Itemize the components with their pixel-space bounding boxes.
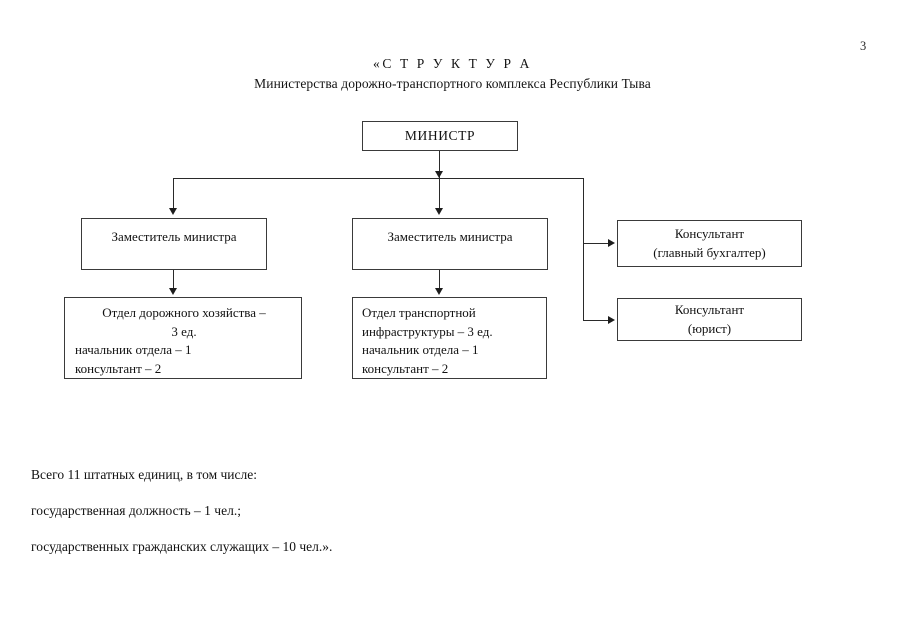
connector-horizontal-bus (173, 178, 584, 179)
arrowhead-minister-to-bus (435, 171, 443, 178)
org-node-minister: МИНИСТР (362, 121, 518, 151)
connector-to-consultant-lawyer (583, 320, 609, 321)
org-node-department-transport-line-1: Отдел транспортной (362, 305, 476, 320)
org-node-department-transport-line-4: консультант – 2 (362, 360, 449, 376)
arrowhead-to-department-transport (435, 288, 443, 295)
connector-bus-to-deputy-left (173, 178, 174, 211)
org-node-consultant-lawyer-line-1: Консультант (674, 302, 745, 317)
org-node-department-transport-line-3: начальник отдела – 1 (362, 342, 479, 357)
org-node-department-roads: Отдел дорожного хозяйства – 3 ед. началь… (64, 297, 302, 379)
arrowhead-to-deputy-left (169, 208, 177, 215)
org-node-department-roads-line-3: начальник отдела – 1 (75, 342, 192, 357)
org-node-department-transport-line-2: инфраструктуры – 3 ед. (362, 323, 493, 339)
arrowhead-to-department-roads (169, 288, 177, 295)
footer-line-1: Всего 11 штатных единиц, в том числе: (31, 467, 257, 482)
connector-deputy-right-to-department (439, 270, 440, 290)
document-title-line-2: Министерства дорожно-транспортного компл… (254, 76, 651, 91)
org-node-consultant-accountant-line-2: (главный бухгалтер) (653, 244, 766, 260)
org-node-department-transport: Отдел транспортной инфраструктуры – 3 ед… (352, 297, 547, 379)
connector-bus-to-consultants (583, 178, 584, 321)
document-title: «С Т Р У К Т У Р А Министерства дорожно-… (0, 54, 905, 94)
arrowhead-to-deputy-right (435, 208, 443, 215)
org-node-deputy-left: Заместитель министра (81, 218, 267, 270)
org-node-department-roads-line-1: Отдел дорожного хозяйства – (102, 305, 266, 320)
org-node-department-roads-line-2: 3 ед. (171, 323, 197, 339)
document-title-line-1: «С Т Р У К Т У Р А (373, 56, 532, 71)
org-node-consultant-accountant: Консультант (главный бухгалтер) (617, 220, 802, 267)
org-node-consultant-lawyer-line-2: (юрист) (687, 320, 732, 336)
footer-line-2: государственная должность – 1 чел.; (31, 503, 241, 518)
arrowhead-to-consultant-accountant (608, 239, 615, 247)
org-node-deputy-right-label: Заместитель министра (387, 229, 513, 244)
page-number: 3 (860, 39, 867, 53)
connector-bus-to-deputy-right (439, 178, 440, 211)
footer-summary: Всего 11 штатных единиц, в том числе: го… (31, 466, 631, 574)
connector-to-consultant-accountant (583, 243, 609, 244)
org-node-department-roads-line-4: консультант – 2 (75, 360, 162, 376)
org-node-deputy-left-label: Заместитель министра (111, 229, 237, 244)
connector-minister-stem (439, 151, 440, 178)
org-node-consultant-accountant-line-1: Консультант (674, 226, 745, 241)
org-node-minister-label: МИНИСТР (404, 127, 476, 143)
org-node-consultant-lawyer: Консультант (юрист) (617, 298, 802, 341)
org-node-deputy-right: Заместитель министра (352, 218, 548, 270)
arrowhead-to-consultant-lawyer (608, 316, 615, 324)
footer-line-3: государственных гражданских служащих – 1… (31, 539, 333, 554)
connector-deputy-left-to-department (173, 270, 174, 290)
